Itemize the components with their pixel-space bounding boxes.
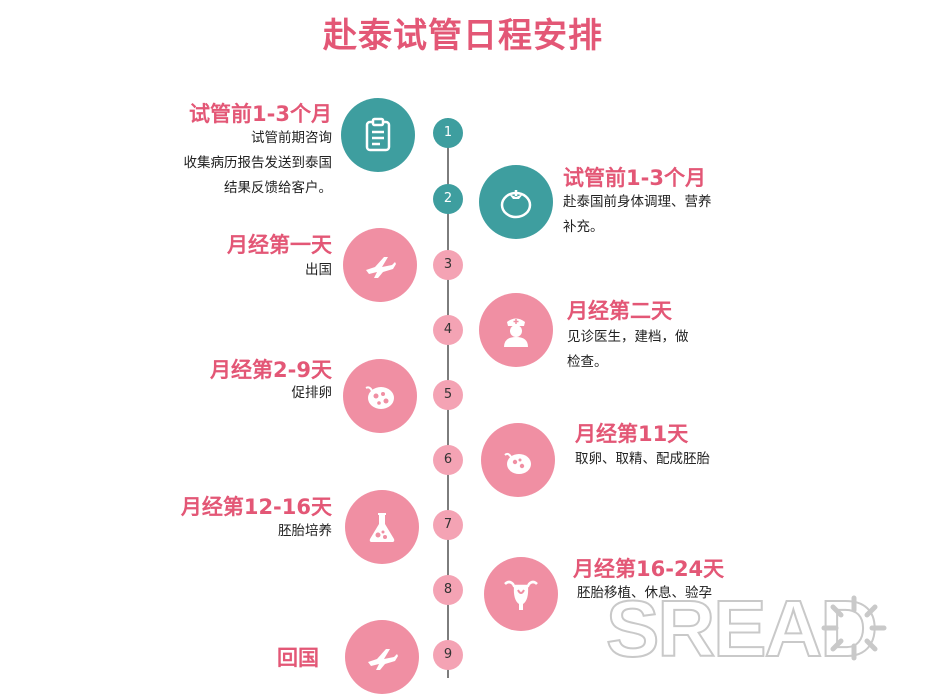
step-icon-circle	[481, 423, 555, 497]
timeline-node: 7	[433, 510, 463, 540]
step-heading: 月经第2-9天	[210, 358, 332, 382]
step-icon-circle	[341, 98, 415, 172]
timeline-node: 6	[433, 445, 463, 475]
step-icon-circle	[345, 490, 419, 564]
egg-cell-icon	[504, 452, 531, 474]
clipboard-icon	[365, 117, 391, 152]
step-heading: 回国	[277, 646, 319, 670]
step-icon-circle	[484, 557, 558, 631]
step-description: 试管前期咨询 收集病历报告发送到泰国 结果反馈给客户。	[183, 130, 333, 196]
step-description: 见诊医生，建档，做 检查。	[567, 329, 689, 370]
step-heading: 月经第一天	[227, 233, 332, 257]
timeline-node: 4	[433, 315, 463, 345]
airplane-icon	[366, 257, 396, 278]
step-heading: 月经第16-24天	[573, 557, 725, 581]
step-heading: 试管前1-3个月	[563, 166, 706, 190]
timeline-node: 3	[433, 250, 463, 280]
step-heading: 试管前1-3个月	[189, 102, 332, 126]
page-title: 赴泰试管日程安排	[323, 16, 603, 56]
step-description: 取卵、取精、配成胚胎	[575, 451, 710, 467]
step-heading: 月经第12-16天	[180, 495, 332, 519]
flask-icon	[369, 513, 395, 542]
timeline-node: 9	[433, 640, 463, 670]
timeline-node: 5	[433, 380, 463, 410]
ovary-icon	[365, 386, 394, 409]
step-heading: 月经第11天	[575, 422, 689, 446]
airplane-icon	[368, 649, 398, 670]
timeline-node: 8	[433, 575, 463, 605]
step-heading: 月经第二天	[567, 299, 672, 323]
step-icon-circle	[345, 620, 419, 694]
step-icon-circle	[343, 359, 417, 433]
step-icon-circle	[479, 293, 553, 367]
step-description: 赴泰国前身体调理、营养 补充。	[563, 194, 712, 235]
nurse-icon	[504, 318, 528, 347]
uterus-icon	[504, 580, 538, 610]
timeline-node: 2	[433, 184, 463, 214]
step-icon-circle	[343, 228, 417, 302]
step-icon-circle	[479, 165, 553, 239]
watermark-logo: SREAD	[606, 588, 887, 668]
tomato-icon	[500, 190, 532, 219]
step-description: 促排卵	[291, 385, 333, 401]
step-description: 胚胎培养	[278, 523, 332, 539]
step-description: 出国	[305, 262, 332, 278]
timeline-node: 1	[433, 118, 463, 148]
step-description: 胚胎移植、休息、验孕	[577, 585, 712, 601]
